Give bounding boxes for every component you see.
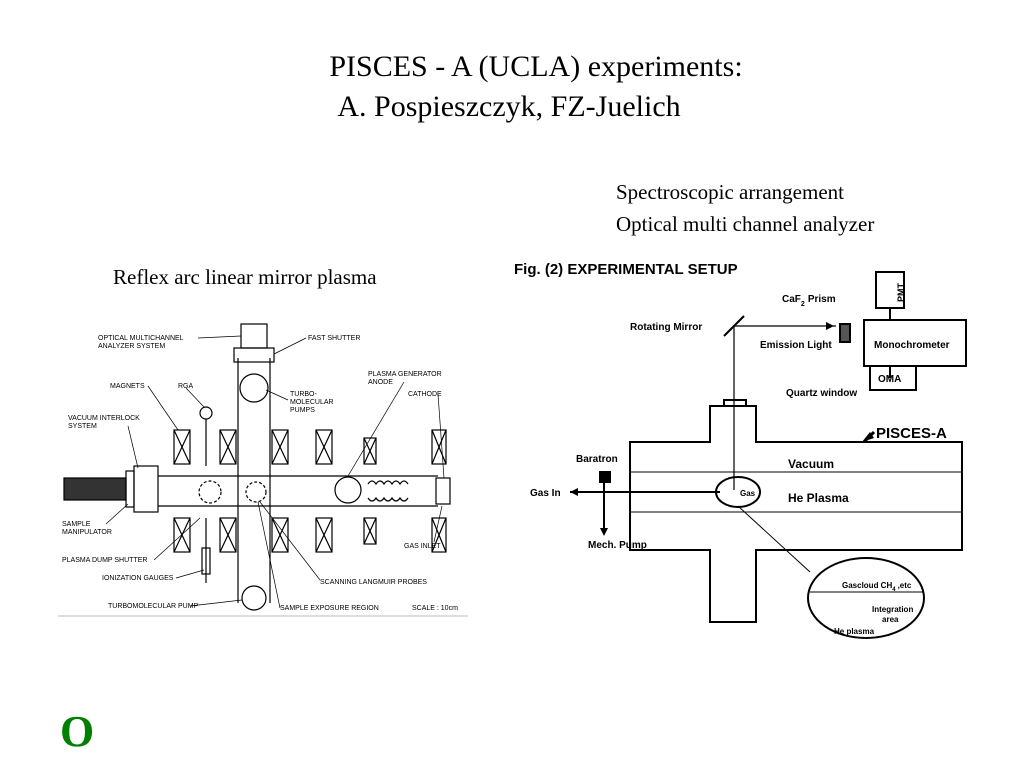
label-area: area <box>882 615 899 624</box>
label-turbo-pumps: TURBO- <box>290 391 318 398</box>
label-optical-analyzer-2: ANALYZER SYSTEM <box>98 343 165 350</box>
fast-shutter-box <box>233 347 275 363</box>
label-quartz-window: Quartz window <box>786 388 857 399</box>
zoom-ellipse <box>807 557 925 639</box>
label-turbo-pumps-3: PUMPS <box>290 407 315 414</box>
label-he-plasma: He Plasma <box>788 491 849 505</box>
label-vacuum-interlock: VACUUM INTERLOCK <box>68 415 140 422</box>
manipulator-flange <box>125 470 135 508</box>
label-ionization-gauges: IONIZATION GAUGES <box>102 575 174 582</box>
label-rotating-mirror: Rotating Mirror <box>630 322 702 333</box>
spectroscopic-arrangement-label: Spectroscopic arrangement <box>616 180 844 204</box>
oma-box <box>240 323 268 349</box>
label-oma: OMA <box>878 374 901 385</box>
label-gascloud: Gascloud CH4,etc <box>842 581 912 593</box>
label-optical-analyzer: OPTICAL MULTICHANNEL <box>98 335 184 342</box>
oma-box <box>869 365 917 391</box>
label-pisces-a: PISCES-A <box>876 425 947 442</box>
label-langmuir: SCANNING LANGMUIR PROBES <box>320 579 427 586</box>
label-vacuum: Vacuum <box>788 457 834 471</box>
label-plasma-generator-2: ANODE <box>368 379 393 386</box>
label-rga: RGA <box>178 383 194 390</box>
label-cathode: CATHODE <box>408 391 442 398</box>
label-gas-in: Gas In <box>530 488 561 499</box>
pisces-chamber <box>629 405 963 623</box>
label-plasma-dump: PLASMA DUMP SHUTTER <box>62 557 147 564</box>
oma-label: Optical multi channel analyzer <box>616 212 875 236</box>
label-pmt: PMT <box>896 283 906 303</box>
turbo-pump-top-circle <box>239 373 269 403</box>
interlock-chamber <box>133 465 159 513</box>
sample-manipulator-rod <box>63 477 127 501</box>
caf2-prism <box>839 323 851 343</box>
label-he-plasma-small: He plasma <box>834 627 875 636</box>
label-vacuum-interlock-2: SYSTEM <box>68 423 97 430</box>
label-monochrometer: Monochrometer <box>874 340 950 351</box>
label-mech-pump: Mech. Pump <box>588 540 647 551</box>
magnet-coils <box>173 429 447 553</box>
label-sample-manipulator-2: MANIPULATOR <box>62 529 112 536</box>
slide-title-line2: A. Pospieszczyk, FZ-Juelich <box>337 90 681 123</box>
label-magnets: MAGNETS <box>110 383 145 390</box>
plasma-generator-circle <box>334 476 362 504</box>
experimental-setup-diagram: Fig. (2) EXPERIMENTAL SETUP <box>514 261 967 639</box>
label-turbo-pump: TURBOMOLECULAR PUMP <box>108 603 199 610</box>
fig-title: Fig. (2) EXPERIMENTAL SETUP <box>514 261 738 278</box>
label-fast-shutter: FAST SHUTTER <box>308 335 360 342</box>
slide-title-line1: PISCES - A (UCLA) experiments: <box>329 50 743 83</box>
turbo-pump-bottom-circle <box>241 585 267 611</box>
label-gas: Gas <box>740 489 756 498</box>
bullet-marker: O <box>60 707 95 756</box>
reflex-arc-label: Reflex arc linear mirror plasma <box>113 265 377 289</box>
label-turbo-pumps-2: MOLECULAR <box>290 399 334 406</box>
label-baratron: Baratron <box>576 454 618 465</box>
pisces-device-schematic: OPTICAL MULTICHANNEL ANALYZER SYSTEM FAS… <box>58 323 468 617</box>
label-sample-manipulator: SAMPLE <box>62 521 91 528</box>
label-integration: Integration <box>872 605 913 614</box>
label-sample-exposure: SAMPLE EXPOSURE REGION <box>280 605 379 612</box>
label-plasma-generator: PLASMA GENERATOR <box>368 371 442 378</box>
label-scale: SCALE : 10cm <box>412 605 458 612</box>
label-emission-light: Emission Light <box>760 340 832 351</box>
label-gas-inlet: GAS INLET <box>404 543 441 550</box>
